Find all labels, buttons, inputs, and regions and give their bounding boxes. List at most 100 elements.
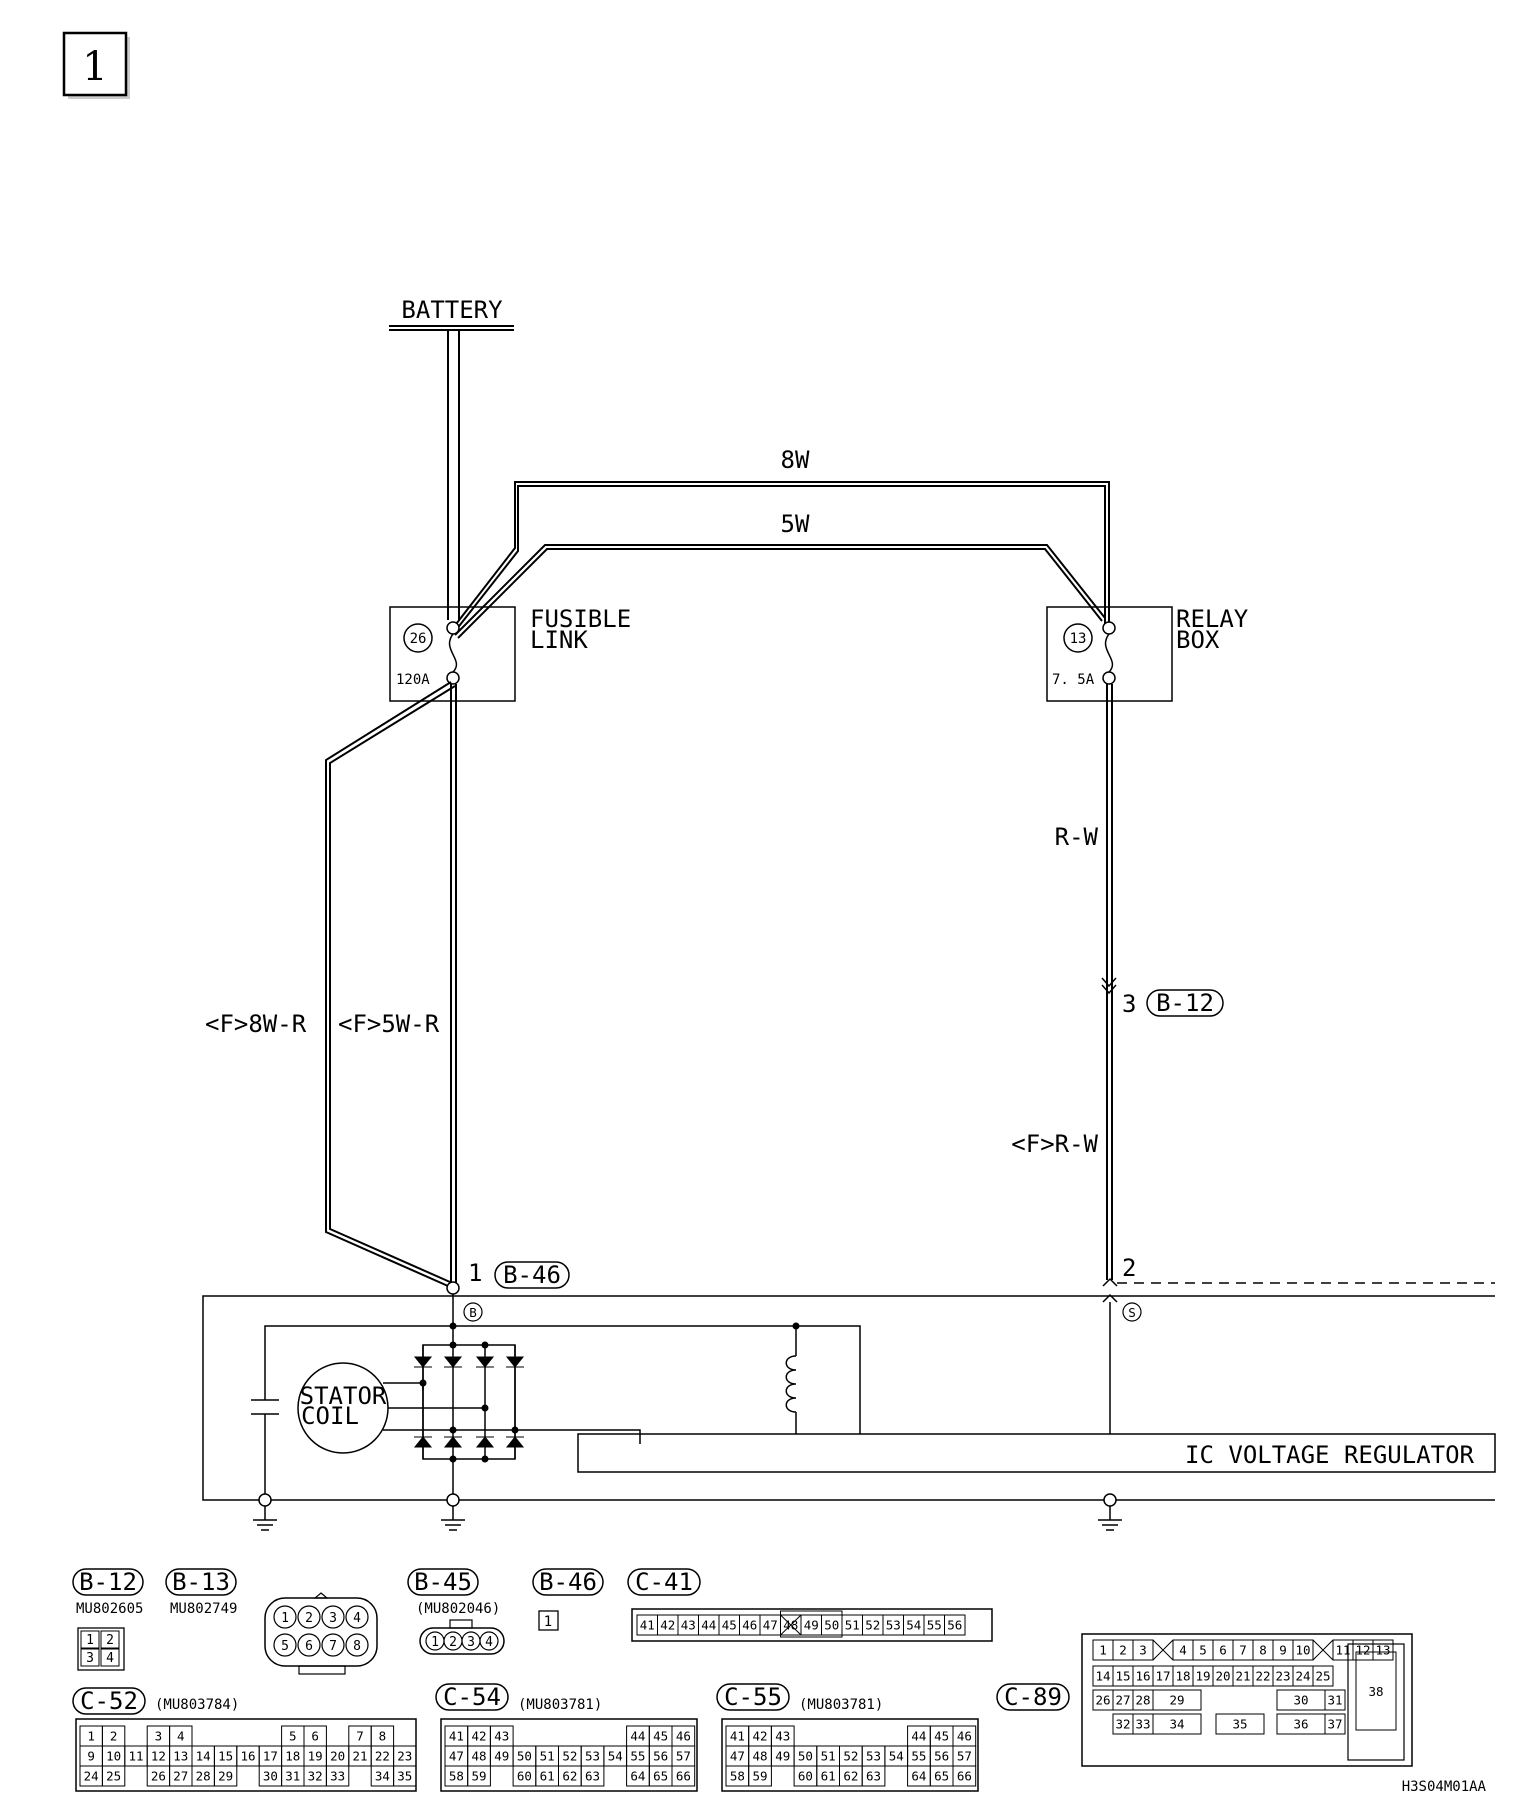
c55-pin-label: 45 [934, 1729, 949, 1744]
c89-pin-label: 18 [1175, 1669, 1190, 1684]
wire-r-w [1106, 684, 1113, 1280]
fuse-terminal-top [446, 621, 460, 635]
battery-wire [447, 330, 460, 620]
c89-pin-label: 25 [1315, 1669, 1330, 1684]
c41-pin-label: 49 [804, 1618, 819, 1633]
c89-pin-label: 32 [1115, 1717, 1130, 1732]
b13-pin [321, 1605, 345, 1629]
c41-pin-label: 45 [722, 1618, 737, 1633]
c54-pin-label: 48 [472, 1749, 487, 1764]
c41-pin-label: 43 [681, 1618, 696, 1633]
battery-label: BATTERY [401, 296, 503, 324]
terminal-s-icon [1102, 1277, 1118, 1303]
c52-pin-label: 1 [87, 1729, 95, 1744]
c89-pin-label: 26 [1095, 1693, 1110, 1708]
c89-pin-label: 34 [1169, 1717, 1184, 1732]
c41-key-icon [780, 1614, 802, 1636]
wire-f-r-w-label: <F>R-W [1011, 1130, 1098, 1158]
wire-8w [452, 481, 1110, 631]
c55-pin-label: 57 [957, 1749, 972, 1764]
c54-pin-label: 55 [630, 1749, 645, 1764]
c89-pin-38-label: 38 [1368, 1684, 1383, 1699]
c54-pin-label: 63 [585, 1769, 600, 1784]
c41-pin-label: 55 [927, 1618, 942, 1633]
relay-fuse-element-icon [1104, 633, 1114, 673]
c52-pin-label: 23 [397, 1749, 412, 1764]
c54-pin-label: 65 [653, 1769, 668, 1784]
c89-pin-label: 9 [1279, 1643, 1287, 1658]
c89-pin-label: 29 [1169, 1693, 1184, 1708]
c41-pin-label: 50 [824, 1618, 839, 1633]
svg-text:C-54: C-54 [443, 1683, 501, 1711]
c52-pin-label: 6 [311, 1729, 319, 1744]
c55-pin-label: 66 [957, 1769, 972, 1784]
b13-pin-label: 8 [353, 1639, 361, 1654]
c89-pin-label: 11 [1335, 1643, 1350, 1658]
fusible-link: 26 120A [389, 606, 516, 702]
c54-pin-label: 50 [517, 1749, 532, 1764]
c55-pin-label: 51 [821, 1749, 836, 1764]
svg-text:1: 1 [544, 1614, 552, 1630]
b13-pin-label: 2 [305, 1611, 313, 1626]
c89-pin-label: 20 [1215, 1669, 1230, 1684]
stator-coil-label: STATOR [300, 1382, 387, 1410]
b13-pin [273, 1633, 297, 1657]
c52-pin-label: 2 [110, 1729, 118, 1744]
c89-pin-label: 4 [1179, 1643, 1187, 1658]
terminal-b-icon [446, 1281, 460, 1295]
wire-8w-r-label: <F>8W-R [205, 1010, 307, 1038]
c89-pin-label: 12 [1355, 1643, 1370, 1658]
c89-pin-label: 35 [1232, 1717, 1247, 1732]
svg-text:C-52: C-52 [80, 1687, 138, 1715]
c89-pin [1324, 1713, 1346, 1735]
connector-arrow-icon [1101, 977, 1117, 995]
c54-pin-label: 53 [585, 1749, 600, 1764]
c55-pin-label: 44 [911, 1729, 926, 1744]
c89-key-icon [1152, 1639, 1174, 1661]
terminal-s-mark [1122, 1302, 1142, 1322]
svg-text:(MU803781): (MU803781) [518, 1697, 602, 1713]
c52-pin-label: 34 [375, 1769, 390, 1784]
c41-pin-label: 53 [886, 1618, 901, 1633]
svg-text:B-12: B-12 [79, 1568, 137, 1596]
b13-pin [297, 1605, 321, 1629]
c52-pin-label: 24 [84, 1769, 99, 1784]
c54-pin-label: 49 [494, 1749, 509, 1764]
c89-pin-label: 1 [1099, 1643, 1107, 1658]
c89-pin-label: 24 [1295, 1669, 1310, 1684]
svg-text:C-55: C-55 [724, 1683, 782, 1711]
page-number-box: 1 [62, 31, 130, 99]
c52-pin-label: 12 [151, 1749, 166, 1764]
c52-pin-label: 14 [196, 1749, 211, 1764]
c54-pin-label: 46 [676, 1729, 691, 1744]
relay-box-rating: 7. 5A [1052, 672, 1095, 688]
c55-pin-label: 65 [934, 1769, 949, 1784]
ic-voltage-regulator-label: IC VOLTAGE REGULATOR [1185, 1441, 1475, 1469]
c89-pin-label: 37 [1327, 1717, 1342, 1732]
c52-pin-label: 22 [375, 1749, 390, 1764]
c54-pin-label: 54 [608, 1749, 623, 1764]
c52-pin-label: 3 [155, 1729, 163, 1744]
svg-text:B: B [469, 1305, 477, 1320]
c55-pin [748, 1765, 772, 1787]
relay-fuse-terminal-bottom [1102, 671, 1116, 685]
c89-pin-label: 23 [1275, 1669, 1290, 1684]
c89-pin-label: 30 [1293, 1693, 1308, 1708]
c52-pin-label: 5 [289, 1729, 297, 1744]
c89-pin-label: 8 [1259, 1643, 1267, 1658]
c52-pin-label: 10 [106, 1749, 121, 1764]
b12-callout [1146, 989, 1224, 1017]
c89-pin-label: 36 [1293, 1717, 1308, 1732]
relay-box-number: 13 [1070, 631, 1087, 647]
c54-pin-label: 66 [676, 1769, 691, 1784]
b12-callout-text: B-12 [1156, 989, 1214, 1017]
svg-text:C-41: C-41 [635, 1568, 693, 1596]
c54-pin-label: 62 [562, 1769, 577, 1784]
c52-pin-label: 33 [330, 1769, 345, 1784]
c89-pin-label: 10 [1295, 1643, 1310, 1658]
terminal-b-mark [463, 1302, 483, 1322]
c55-pin [861, 1765, 886, 1787]
